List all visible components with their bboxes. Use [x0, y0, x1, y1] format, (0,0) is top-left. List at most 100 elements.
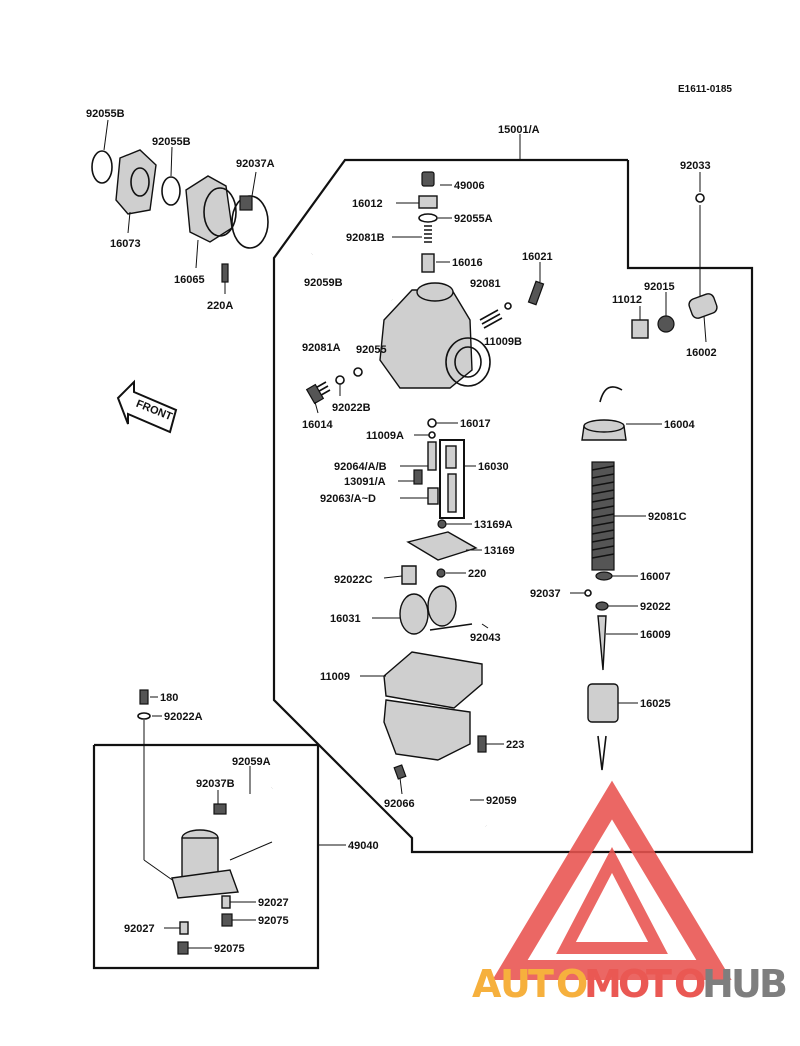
needle-jet — [447, 473, 457, 513]
watermark-letter: O — [618, 962, 650, 1006]
intake-holder-group — [91, 149, 269, 283]
label-92066: 92066 — [384, 798, 415, 810]
hose-92059-outer — [439, 759, 487, 827]
o-ring-92055a — [418, 213, 438, 223]
leader-92055b-b — [170, 146, 173, 177]
hose-92059a-inner — [221, 786, 273, 812]
label-16073: 16073 — [110, 238, 141, 250]
insulator-16073 — [115, 149, 157, 215]
front-arrow-shape — [116, 379, 178, 434]
label-13091: 13091/A — [344, 476, 386, 488]
float-bowl — [383, 699, 471, 761]
label-92063: 92063/A~D — [320, 493, 376, 505]
spring-92081 — [479, 309, 503, 329]
cap-49006 — [421, 171, 435, 187]
label-16014: 16014 — [302, 419, 333, 431]
leader-16073 — [127, 211, 131, 234]
label-92075-b: 92075 — [214, 943, 245, 955]
holder-16065 — [185, 175, 233, 243]
label-92055: 92055 — [356, 344, 387, 356]
part-16017 — [427, 418, 437, 428]
carburetor-body — [379, 289, 473, 389]
holder-16007 — [595, 571, 613, 581]
label-11009: 11009 — [320, 671, 350, 683]
label-92055b-b: 92055B — [152, 136, 191, 148]
label-92022: 92022 — [640, 601, 671, 613]
o-ring-11009a — [428, 431, 436, 439]
watermark-triangle-inner — [556, 847, 668, 954]
pipe-92027-left — [179, 921, 189, 935]
label-92055a: 92055A — [454, 213, 493, 225]
label-13169a: 13169A — [474, 519, 513, 531]
label-92022a: 92022A — [164, 711, 203, 723]
label-13169: 13169 — [484, 545, 515, 557]
label-16016: 16016 — [452, 257, 483, 269]
part-16012 — [418, 195, 438, 209]
label-16007: 16007 — [640, 571, 671, 583]
cap-16004-top — [583, 419, 625, 433]
float-16031-left — [399, 593, 429, 635]
o-ring-92055 — [353, 367, 363, 377]
label-16065: 16065 — [174, 274, 205, 286]
clamp-92037b — [213, 803, 227, 815]
watermark-letter: B — [759, 962, 788, 1006]
watermark-letter: T — [528, 962, 554, 1006]
jet-92064 — [427, 441, 437, 471]
clamp-92075-bottom — [177, 941, 189, 955]
label-92081: 92081 — [470, 278, 501, 290]
label-92055b-a: 92055B — [86, 108, 125, 120]
bolt-220a — [221, 263, 229, 283]
clip-92037 — [584, 589, 592, 597]
jet-92063 — [427, 487, 439, 505]
fuel-pump-frame — [92, 743, 320, 970]
clamp-screw — [239, 195, 253, 211]
washer-92022a — [137, 712, 151, 720]
clip-92033 — [695, 193, 705, 203]
hose-92059b-inner — [311, 248, 394, 301]
label-92075-r: 92075 — [258, 915, 289, 927]
label-16031: 16031 — [330, 613, 361, 625]
part-92022c — [401, 565, 417, 585]
leader-16065 — [195, 239, 199, 269]
leader-92055b-a — [103, 119, 109, 151]
carburetor-body-group — [305, 171, 545, 405]
watermark-letter: H — [702, 962, 734, 1006]
watermark-letter: O — [556, 962, 588, 1006]
label-11009a: 11009A — [366, 430, 404, 442]
pipe-92027-right — [221, 895, 231, 909]
label-92081c: 92081C — [648, 511, 687, 523]
label-16030: 16030 — [478, 461, 509, 473]
throttle-parts-group — [581, 193, 718, 771]
part-16016 — [421, 253, 435, 273]
label-15001a: 15001/A — [498, 124, 540, 136]
screw-220 — [436, 568, 446, 578]
label-92033: 92033 — [680, 160, 711, 172]
label-180: 180 — [160, 692, 178, 704]
part-13169a — [437, 519, 447, 529]
needle-16009 — [597, 615, 607, 671]
watermark-letter: M — [584, 962, 622, 1006]
label-16009: 16009 — [640, 629, 671, 641]
label-16002: 16002 — [686, 347, 717, 359]
o-ring-92055b-right — [161, 176, 181, 206]
label-16025: 16025 — [640, 698, 671, 710]
part-16002 — [688, 293, 718, 319]
label-16017: 16017 — [460, 418, 491, 430]
watermark-letter: T — [646, 962, 672, 1006]
label-11012: 11012 — [612, 294, 642, 306]
leader-16014 — [314, 401, 319, 414]
clamp-92075-right — [221, 913, 233, 927]
watermark-letter: A — [472, 962, 502, 1006]
carburetor-assembly-frame — [272, 158, 754, 854]
label-92015: 92015 — [644, 281, 675, 293]
carburetor-bore-inner — [454, 346, 482, 378]
gasket-11009 — [383, 651, 483, 709]
label-223: 223 — [506, 739, 524, 751]
throttle-valve-16025 — [587, 683, 619, 723]
insulator-hole — [130, 167, 150, 197]
watermark-letter: U — [731, 962, 762, 1006]
float-16031-right — [427, 585, 457, 627]
washer-92022b — [335, 375, 345, 385]
